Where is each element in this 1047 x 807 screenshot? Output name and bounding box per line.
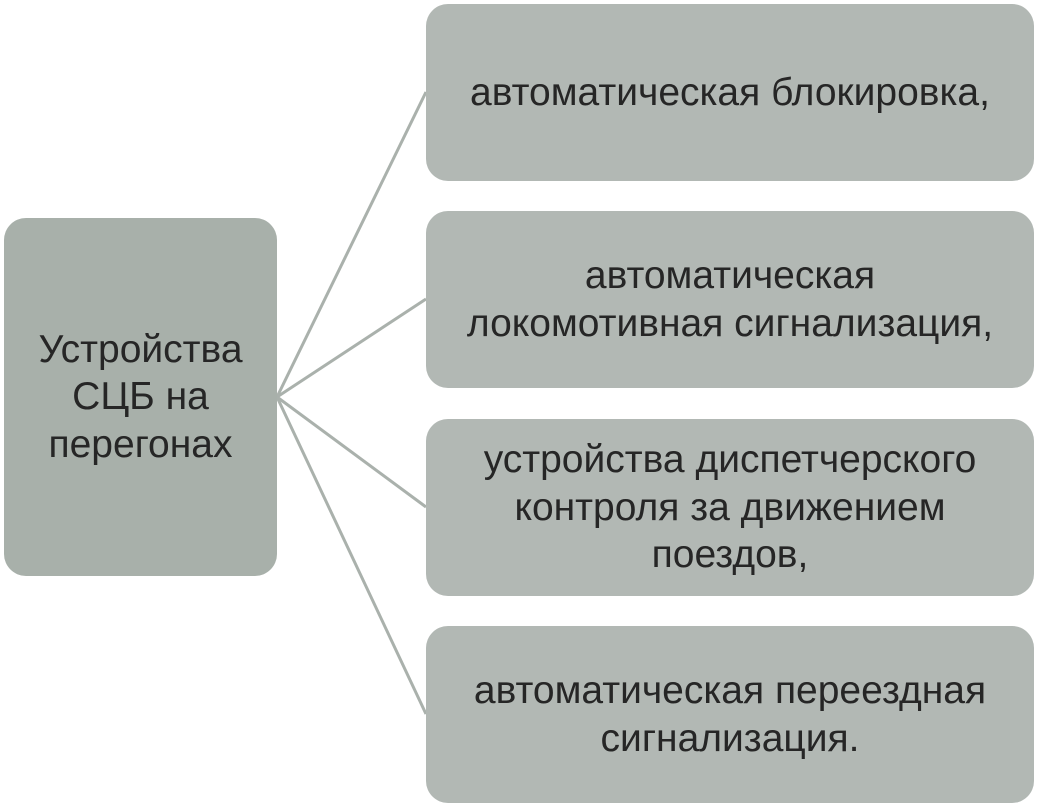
child-node-4: автоматическая переездная сигнализация. (426, 626, 1034, 803)
root-node-label: Устройства СЦБ на перегонах (38, 327, 243, 466)
connector-line-1 (275, 91, 428, 398)
connector-line-2 (276, 297, 427, 399)
child-node-3: устройства диспетчерского контроля за дв… (426, 419, 1034, 596)
connector-line-4 (275, 396, 428, 715)
root-node: Устройства СЦБ на перегонах (4, 218, 277, 576)
child-node-2-label: автоматическая локомотивная сигнализация… (466, 253, 994, 345)
child-node-1-label: автоматическая блокировка, (470, 70, 990, 114)
child-node-1: автоматическая блокировка, (426, 4, 1034, 181)
child-node-2: автоматическая локомотивная сигнализация… (426, 211, 1034, 388)
connector-line-3 (276, 395, 427, 509)
child-node-3-label: устройства диспетчерского контроля за дв… (483, 438, 977, 577)
child-node-4-label: автоматическая переездная сигнализация. (473, 668, 987, 760)
